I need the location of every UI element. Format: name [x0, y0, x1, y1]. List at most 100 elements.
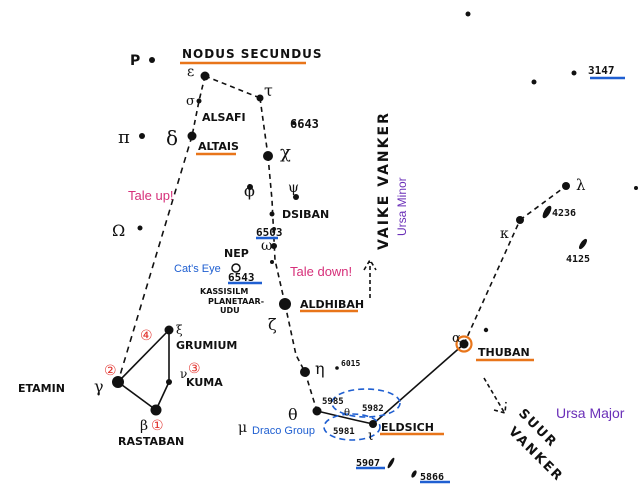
label-thuban: THUBAN [478, 346, 530, 359]
star-upsilon [269, 211, 275, 217]
label-etamin: ETAMIN [18, 382, 65, 395]
line-head-epsilon-tau [204, 75, 261, 99]
line-iota-thuban [372, 343, 465, 425]
label-iota: ι [368, 428, 374, 444]
line-kappa-lambda [519, 185, 567, 221]
label-pi: π [118, 127, 130, 148]
label-5907: 5907 [356, 458, 380, 469]
star-6503 [272, 227, 276, 231]
galaxy-4125 [578, 238, 588, 250]
line-xi-gamma [117, 329, 170, 383]
star-nep-mark [270, 260, 274, 264]
label-circle-2: ② [104, 363, 117, 379]
label-alsafi: ALSAFI [202, 111, 246, 124]
label-altais: ALTAIS [198, 140, 239, 153]
star-3147 [634, 186, 638, 190]
label-4125: 4125 [566, 254, 590, 265]
galaxy-4236 [542, 205, 552, 219]
star-umi-2 [531, 79, 537, 85]
star-psi [293, 194, 299, 200]
star-tau [256, 94, 264, 102]
label-nodus-secundus: NODUS SECUNDUS [182, 47, 323, 61]
line-tau-chi [259, 97, 269, 157]
star-gamma [112, 376, 124, 388]
star-thuban-near [483, 327, 489, 333]
label-6503: 6503 [256, 226, 283, 239]
label-dsiban: DSIBAN [282, 208, 329, 221]
label-theta: θ [288, 405, 298, 424]
label-kassisilm: KASSISILM [200, 287, 248, 296]
label-alpha: α [452, 331, 461, 346]
label-delta: δ [166, 126, 178, 150]
label-gamma: γ [94, 377, 104, 396]
label-udu: UDU [220, 306, 240, 315]
label-nep: NEP [224, 247, 249, 260]
label-kappa: κ [500, 226, 509, 242]
label-tale-down: Tale down! [290, 264, 352, 279]
galaxy-5866 [411, 470, 417, 478]
star-chi [263, 151, 273, 161]
label-sigma: σ [186, 94, 195, 109]
label-omega: ω [261, 238, 272, 254]
label-mu: μ [238, 420, 247, 436]
thuban-highlight-ring [455, 335, 473, 353]
label-grumium: GRUMIUM [176, 339, 237, 352]
label-aldhibah: ALDHIBAH [300, 298, 364, 311]
label-5985: 5985 [322, 397, 344, 407]
label-tale-up: Tale up! [128, 188, 174, 203]
label-vaike-vanker: VAIKE VANKER [376, 111, 392, 250]
label-5866: 5866 [420, 472, 444, 483]
label-epsilon: ε [187, 64, 194, 80]
label-circle-1: ① [151, 418, 164, 434]
label-4236: 4236 [552, 208, 576, 219]
labels: P NODUS SECUNDUS ε τ σ ALSAFI 6643 π δ A… [18, 47, 625, 485]
star-p [149, 57, 155, 63]
label-chi: χ [280, 142, 291, 163]
star-lambda [562, 182, 570, 190]
line-head-epsilon-sigma [191, 75, 206, 137]
label-tau: τ [264, 81, 273, 100]
label-phi: ϕ [244, 181, 255, 200]
star-omega-left [137, 225, 143, 231]
label-6543: 6543 [228, 271, 255, 284]
star-6643 [292, 121, 296, 125]
galaxy-marks [231, 205, 588, 478]
label-theta-small: θ [344, 408, 350, 419]
label-kuma: KUMA [186, 376, 223, 389]
stars [112, 11, 638, 428]
line-theta-iota [316, 410, 374, 425]
label-3147: 3147 [588, 64, 615, 77]
underlines [180, 61, 625, 484]
label-rastaban: RASTABAN [118, 435, 184, 448]
label-5982: 5982 [362, 404, 384, 414]
star-nu [166, 379, 172, 385]
label-ursa-minor: Ursa Minor [395, 177, 409, 236]
star-theta [312, 406, 322, 416]
star-6015 [335, 366, 339, 370]
label-6643: 6643 [290, 117, 319, 131]
star-sigma [196, 98, 202, 104]
label-zeta: ζ [268, 315, 277, 334]
line-gamma-beta [117, 381, 157, 411]
star-aldhibah [279, 298, 291, 310]
label-omega-left: Ω [112, 221, 125, 240]
arrow-ursa-major [483, 377, 507, 415]
star-umi-3 [571, 70, 577, 76]
line-thuban-kappa [463, 219, 521, 345]
star-pi [139, 133, 145, 139]
draco-group-ellipse-upper [331, 388, 401, 418]
direction-arrows [363, 258, 507, 415]
star-iota [369, 420, 377, 428]
star-kappa [516, 216, 524, 224]
label-nu: ν [180, 367, 187, 381]
line-aldhibah-eta [284, 303, 306, 373]
label-lambda: λ [576, 176, 586, 194]
label-p: P [130, 53, 140, 69]
label-6015: 6015 [341, 359, 360, 368]
galaxy-5907 [387, 457, 395, 469]
label-beta: β [140, 418, 148, 434]
label-xi: ξ [176, 323, 183, 337]
label-circle-4: ④ [140, 328, 153, 344]
